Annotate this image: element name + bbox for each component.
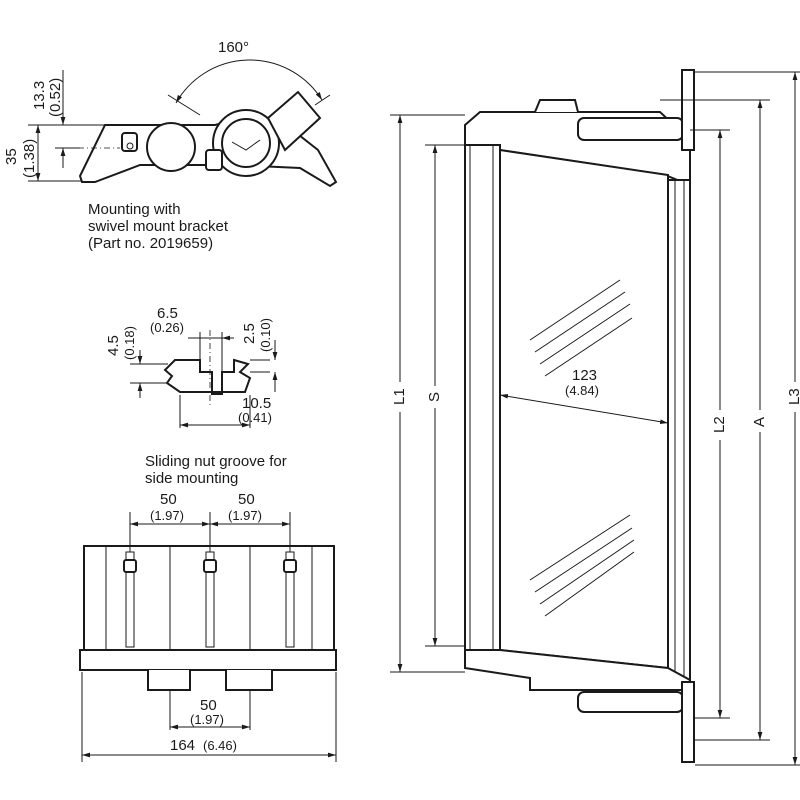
caption-line: Sliding nut groove for [145, 453, 287, 470]
side-profile-right [667, 179, 691, 681]
groove-depth-mm: 2.5 [241, 323, 258, 344]
offset-dim-mm: 13.3 [31, 81, 48, 110]
groove-width-in: (0.26) [150, 320, 184, 335]
front-view: L1 S L2 A L3 123 (4.84) [388, 69, 800, 766]
groove-width-mm: 6.5 [157, 305, 178, 322]
total-width-mm: 164 [170, 737, 195, 754]
groove-depth-in: (0.10) [258, 318, 273, 352]
angle-arc [175, 59, 323, 104]
caption-line: (Part no. 2019659) [88, 235, 213, 252]
clamp-screw [205, 149, 223, 171]
glass-width-in: (4.84) [565, 383, 599, 398]
glass-reflection [529, 279, 635, 617]
pitch-1-mm: 50 [160, 491, 177, 508]
total-width-in: (6.46) [203, 738, 237, 753]
height-dim-in: (1.38) [21, 139, 38, 178]
bottom-bracket [577, 691, 684, 713]
groove-outer-in: (0.41) [238, 410, 272, 425]
clamp-inner [221, 118, 271, 168]
groove-height-in: (0.18) [122, 326, 137, 360]
bottom-view: 50 (1.97) 50 (1.97) 50 (1.97) 164 (6.46) [79, 491, 337, 762]
top-tab [534, 99, 579, 113]
caption-line: swivel mount bracket [88, 218, 229, 235]
groove-height-mm: 4.5 [105, 335, 122, 356]
pivot-disc [146, 122, 196, 172]
s-label: S [426, 392, 443, 402]
foot-spacing-in: (1.97) [190, 712, 224, 727]
pitch-2-mm: 50 [238, 491, 255, 508]
bottom-mount-plate [681, 681, 695, 763]
slots [123, 551, 297, 648]
angle-label: 160° [218, 39, 249, 56]
foot-spacing-mm: 50 [200, 697, 217, 714]
l2-label: L2 [711, 416, 728, 433]
pitch-2-in: (1.97) [228, 508, 262, 523]
sliding-nut [121, 132, 138, 152]
height-dim-mm: 35 [3, 148, 20, 165]
groove-view: 6.5 (0.26) 2.5 (0.10) 4.5 (0.18) 10.5 (0… [105, 305, 287, 487]
caption-line: Mounting with [88, 201, 181, 218]
l1-label: L1 [391, 388, 408, 405]
pitch-1-in: (1.97) [150, 508, 184, 523]
a-label: A [751, 417, 768, 427]
caption-line: side mounting [145, 470, 238, 487]
top-bracket [577, 117, 684, 141]
side-profile-left [464, 144, 501, 651]
offset-dim-in: (0.52) [47, 78, 64, 117]
groove-profile [163, 358, 252, 395]
swivel-mount-view: 160° 35 (1.38) 13.3 (0.52) Mounting with… [3, 39, 338, 252]
housing-base [79, 649, 337, 671]
l3-label: L3 [786, 388, 800, 405]
glass-width-mm: 123 [572, 367, 597, 384]
mount-feet [147, 670, 273, 691]
top-mount-plate [681, 69, 695, 151]
groove-outer-mm: 10.5 [242, 395, 271, 412]
